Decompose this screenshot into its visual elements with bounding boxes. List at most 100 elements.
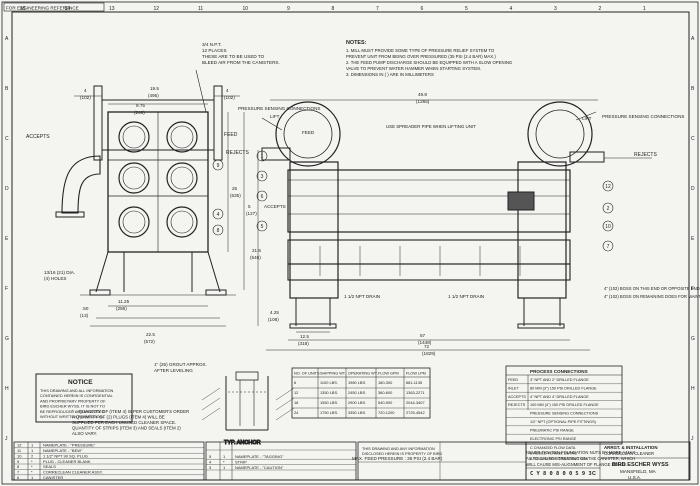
row-marker: G	[5, 336, 9, 342]
flow-table-cell: 681-1135	[406, 380, 422, 385]
column-marker: 9	[287, 6, 290, 12]
boss-note: 4" (102) BOSS ON THIS END OR OPPOSITE EN…	[604, 286, 700, 291]
dimension-text: 72	[424, 344, 430, 349]
row-marker: G	[691, 336, 695, 342]
base-plate-feed	[289, 323, 337, 329]
item-balloon: 9	[217, 163, 220, 169]
dimension-text: 21.5	[252, 248, 261, 253]
dimension-text: 4.25	[270, 310, 279, 315]
bom-frame	[13, 441, 205, 481]
process-row-label: INLET	[508, 386, 519, 390]
dimension-text: (13)	[80, 313, 89, 318]
side-view	[257, 99, 652, 351]
item-balloon: 10	[605, 224, 611, 230]
note-line: 2. THE FEED PUMP DISCHARGE SHOULD BE EQU…	[346, 60, 513, 65]
flow-table-cell: 540-900	[378, 400, 393, 405]
company-name: BIRD ESCHER WYSS	[612, 462, 669, 468]
dimension-text: (318)	[298, 341, 309, 346]
revision-letter: C	[592, 471, 596, 477]
bom-qty: *	[31, 470, 33, 475]
process-table-frame	[505, 365, 623, 445]
revision-line: B ADDED FLANGE DETAIL	[530, 452, 577, 456]
bom-item-no: 4	[209, 459, 212, 464]
row-marker: B	[5, 86, 9, 92]
flow-table-footnote: MAX. FEED PRESSURE : 35 PSI (2.4 BAR)	[352, 456, 443, 461]
feed-callout: FEED	[302, 130, 315, 135]
flow-table-header: NO. OF UNITS	[294, 372, 320, 376]
row-marker: F	[5, 286, 8, 292]
main-header	[287, 169, 571, 233]
quantity-note-line: QUANTITY OF STRIPS (ITEM 3) AND SEALS (I…	[72, 426, 181, 431]
notice-line: THIS DRAWING AND ALL INFORMATION	[40, 388, 114, 393]
support-legs	[95, 251, 221, 293]
dimension-text: (127)	[246, 211, 257, 216]
flow-table-cell: 1750 LBS.	[320, 410, 338, 415]
bom2-frame	[205, 441, 357, 481]
column-marker: 11	[198, 6, 203, 12]
column-marker: 7	[376, 6, 379, 12]
base-plate-left	[89, 289, 111, 296]
column-marker: 3	[554, 6, 557, 12]
hole-note: 13/16 (21) DIA.	[44, 270, 75, 275]
dimension-text: (1265)	[416, 99, 430, 104]
process-row-value: PNEUMATIC PSI RANGE	[530, 428, 574, 432]
item-balloon: 3	[261, 174, 264, 180]
grout-note: AFTER LEVELING	[154, 368, 193, 373]
row-marker: E	[691, 236, 695, 242]
dimension-text: (102)	[224, 95, 235, 100]
notice-title: NOTICE	[68, 379, 93, 386]
dimension-text: (572)	[144, 339, 155, 344]
row-marker: D	[691, 186, 695, 192]
end-view-balloons	[212, 159, 224, 236]
column-marker: 5	[465, 6, 468, 12]
bom-qty: 1	[31, 448, 34, 453]
top-label-box	[3, 2, 105, 12]
title-block: THIS DRAWING AND ANY INFORMATIONDISCLOSE…	[357, 441, 691, 481]
flow-table-cell: 24	[294, 410, 299, 415]
boss-note: 4" (102) BOSS ON REMAINING DOES FOR MAIN…	[604, 294, 700, 299]
dimension-text: 1 1/2 NPT DRAIN	[448, 294, 484, 299]
left-end-boss	[275, 101, 341, 167]
row-marker: J	[5, 436, 8, 442]
reject-pipe-stub	[569, 151, 605, 163]
proprietary-line: THIS DRAWING AND ANY INFORMATION	[362, 447, 435, 451]
bom-qty: *	[223, 459, 225, 464]
dimension-text: (1829)	[422, 351, 436, 356]
anchor-detail: TYP. ANCHOR	[224, 371, 269, 447]
bom-qty: 1	[31, 443, 34, 448]
feed-pipe-stub	[261, 147, 291, 161]
item-balloon: 6	[261, 194, 264, 200]
accepts-manifold	[287, 239, 571, 265]
row-marker: J	[691, 436, 694, 442]
item-balloon: 7	[607, 244, 610, 250]
company-city: MANSFIELD, MA	[620, 469, 657, 474]
dimension-text: (635)	[230, 193, 241, 198]
process-row-value: 1/2" NPT (OPTIONAL PIPE FITTINGS)	[530, 420, 597, 424]
flow-table-cell: 1100 LBS.	[320, 380, 338, 385]
row-marker: D	[5, 186, 9, 192]
note-line: VALVE TO PREVENT WATER HAMMER WHEN START…	[346, 66, 481, 71]
lower-manifold	[287, 263, 571, 281]
bom-item-no: 12	[17, 443, 22, 448]
dimension-text: 9.75	[136, 103, 145, 108]
bom-qty: 1	[223, 454, 226, 459]
column-marker: 8	[332, 6, 335, 12]
dimension-text: .50	[82, 306, 89, 311]
dimension-text: 57	[420, 333, 426, 338]
column-marker: 6	[421, 6, 424, 12]
bom-item-no: 3	[209, 465, 212, 470]
bom-description: NAMEPLATE - "CAUTION"	[235, 465, 284, 470]
pressure-sensing-callout: PRESSURE SENSING CONNECTIONS	[238, 106, 320, 111]
anchor-label: TYP. ANCHOR	[224, 440, 261, 446]
flow-table-cell: 720-1200	[378, 410, 395, 415]
quantity-note-line: * = QUANTITY OF (ITEM 4) IS PER CUSTOMER…	[72, 409, 189, 414]
proprietary-line: DISCLOSED HEREIN IS PROPERTY OF BIRD	[362, 452, 443, 456]
feed-canister	[289, 161, 339, 299]
dimension-text: 22.5	[146, 332, 155, 337]
quantity-note-line: ALSO VARY.	[72, 431, 97, 436]
pressure-sensing-callout: PRESSURE SENSING CONNECTIONS	[602, 114, 684, 119]
dimension-text: (1448)	[418, 340, 432, 345]
top-label: FOR ENGINEERING REFERENCE	[6, 6, 79, 11]
